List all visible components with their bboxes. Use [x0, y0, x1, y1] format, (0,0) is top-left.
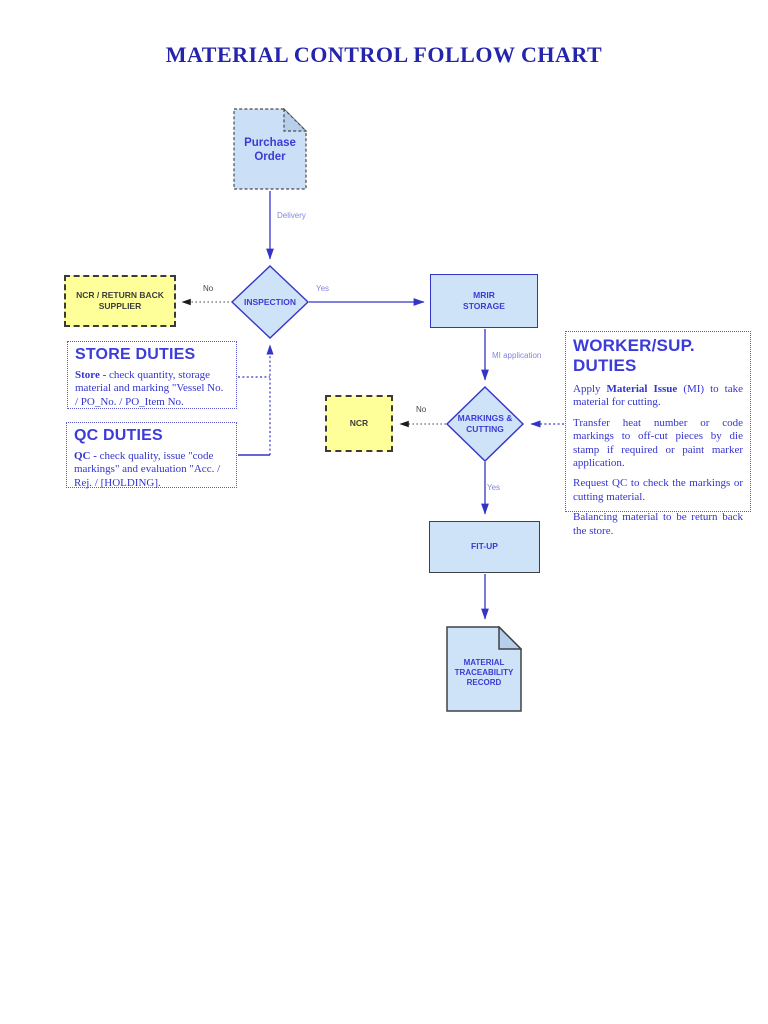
- fit-up-label: FIT-UP: [471, 541, 498, 552]
- fit-up-node: FIT-UP: [429, 521, 540, 573]
- worker-duties-heading: WORKER/SUP. DUTIES: [573, 336, 695, 375]
- ncr-node: NCR: [325, 395, 393, 452]
- worker-duties-p3: Request QC to check the markings or cutt…: [573, 477, 743, 503]
- purchase-order-label: Purchase Order: [244, 137, 296, 164]
- ncr-label: NCR: [349, 417, 369, 428]
- ncr-return-supplier-node: NCR / RETURN BACK SUPPLIER: [64, 275, 176, 327]
- markings-yes-label: Yes: [487, 483, 501, 492]
- worker-duties-p4: Balancing material to be return back the…: [573, 511, 743, 537]
- markings-no-label: No: [416, 405, 427, 414]
- store-duties-body: Store - check quantity, storage material…: [75, 369, 229, 409]
- mrir-storage-label: MRIR STORAGE: [463, 289, 505, 311]
- worker-p1-post: (MI) to take material for cutting.: [573, 383, 743, 409]
- mi-application-label: MI application: [492, 351, 542, 360]
- store-duties-lead: Store -: [75, 369, 107, 381]
- mrir-storage-node: MRIR STORAGE: [430, 274, 538, 328]
- store-duties-panel: STORE DUTIES Store - check quantity, sto…: [67, 341, 237, 409]
- material-record-node: MATERIAL TRACEABILITY RECORD: [446, 625, 523, 712]
- page-title: MATERIAL CONTROL FOLLOW CHART: [165, 42, 603, 67]
- worker-p1-pre: Apply: [573, 383, 607, 395]
- qc-duties-text: check quality, issue "code markings" and…: [74, 450, 221, 489]
- qc-duties-panel: QC DUTIES QC - check quality, issue "cod…: [66, 422, 237, 490]
- inspection-label: INSPECTION: [244, 297, 296, 307]
- material-record-label: MATERIAL TRACEABILITY RECORD: [454, 658, 514, 687]
- qc-duties-body: QC - check quality, issue "code markings…: [74, 450, 229, 490]
- inspection-no-label: No: [203, 284, 214, 293]
- worker-duties-p1: Apply Material Issue (MI) to take materi…: [573, 383, 743, 410]
- ncr-return-supplier-label: NCR / RETURN BACK SUPPLIER: [76, 289, 164, 311]
- delivery-label: Delivery: [277, 211, 306, 220]
- worker-duties-p2: Transfer heat number or code markings to…: [573, 416, 743, 470]
- qc-duties-lead: QC -: [74, 450, 97, 462]
- inspection-yes-label: Yes: [316, 284, 330, 293]
- document-shape: [233, 107, 308, 190]
- store-duties-text: check quantity, storage material and mar…: [75, 369, 224, 408]
- document-shape: [446, 625, 523, 712]
- worker-p1-bold: Material Issue: [606, 383, 678, 395]
- markings-cutting-diamond: [445, 386, 525, 462]
- qc-duties-heading: QC DUTIES: [74, 427, 163, 444]
- inspection-diamond: [230, 265, 310, 339]
- purchase-order-node: Purchase Order: [233, 107, 308, 190]
- store-duties-heading: STORE DUTIES: [75, 346, 196, 363]
- markings-cutting-label: MARKINGS & CUTTING: [457, 413, 513, 434]
- worker-sup-duties-panel: WORKER/SUP. DUTIES Apply Material Issue …: [565, 331, 751, 537]
